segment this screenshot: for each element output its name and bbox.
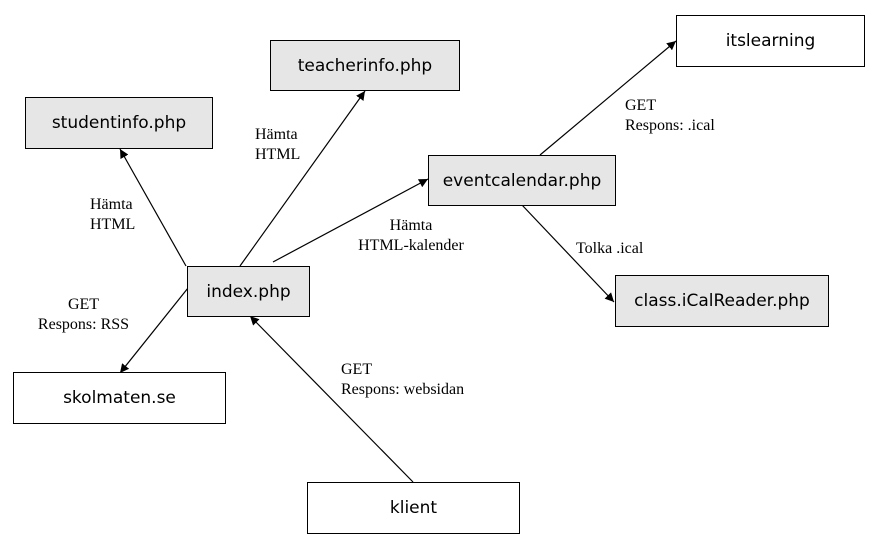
node-studentinfo: studentinfo.php	[25, 97, 213, 149]
edge-label-eventcalendar-itslearning: GET Respons: .ical	[625, 97, 715, 134]
node-klient: klient	[307, 482, 520, 534]
node-icalreader: class.iCalReader.php	[615, 275, 829, 327]
edge-label-index-eventcalendar: Hämta HTML-kalender	[358, 217, 464, 254]
node-eventcalendar: eventcalendar.php	[428, 155, 616, 206]
edge-label-klient-index: GET Respons: websidan	[341, 361, 465, 398]
arrow-index-to-eventcalendar	[272, 178, 429, 263]
edge-label-index-teacherinfo: Hämta HTML	[255, 126, 301, 163]
edge-label-index-skolmaten: GET Respons: RSS	[37, 296, 130, 333]
arrow-klient-to-index	[249, 315, 414, 483]
node-teacherinfo: teacherinfo.php	[270, 40, 460, 91]
node-itslearning: itslearning	[676, 15, 865, 67]
arrow-eventcalendar-to-icalreader	[521, 204, 615, 303]
node-index: index.php	[187, 266, 310, 317]
edge-label-eventcalendar-icalreader: Tolka .ical	[576, 240, 644, 257]
arrow-index-to-skolmaten	[119, 287, 189, 374]
node-skolmaten: skolmaten.se	[13, 372, 226, 424]
arrow-eventcalendar-to-itslearning	[539, 40, 677, 156]
arrow-index-to-teacherinfo	[239, 90, 366, 267]
arrow-index-to-studentinfo	[119, 148, 187, 267]
edge-label-index-studentinfo: Hämta HTML	[90, 196, 136, 233]
